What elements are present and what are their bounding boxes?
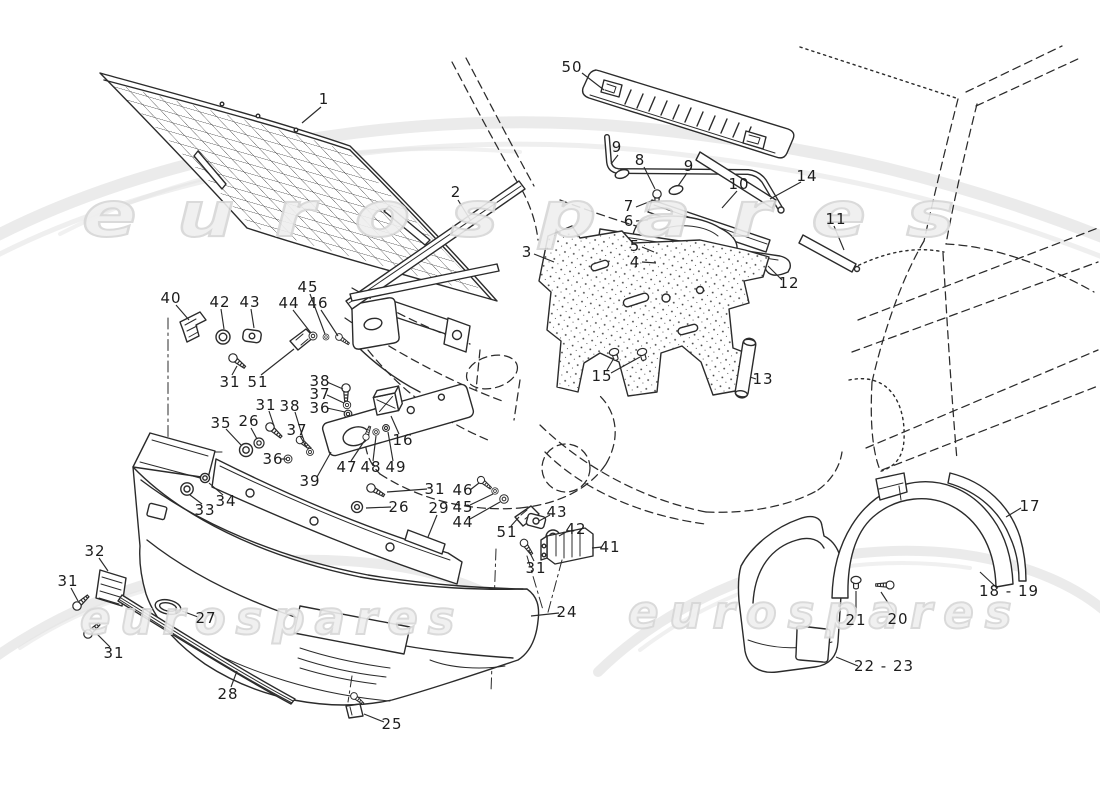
bracket-hardware-row: [145, 311, 352, 467]
wheelhouse-group: [737, 472, 1027, 673]
bonnet-panel: [99, 72, 498, 302]
grille-seal: [604, 134, 785, 214]
front-grille: [581, 69, 795, 159]
bumper-bracket-assembly: [238, 383, 475, 464]
side-marker-bracket-group: [475, 474, 594, 693]
bonnet-seal-strips: [345, 180, 526, 310]
leader-lines: [70, 72, 1022, 723]
watermark-text-bottom-left: eurospares: [79, 591, 465, 646]
chassis-members: [350, 297, 471, 393]
bumper-reinforcement-bar: [211, 458, 463, 585]
watermark-text-bottom-right: eurospares: [627, 585, 1023, 640]
stay-rod: [734, 337, 757, 399]
watermark-text-top: eurospares: [81, 177, 995, 252]
front-bumper: [70, 432, 540, 719]
insulation-panel: [538, 225, 770, 397]
